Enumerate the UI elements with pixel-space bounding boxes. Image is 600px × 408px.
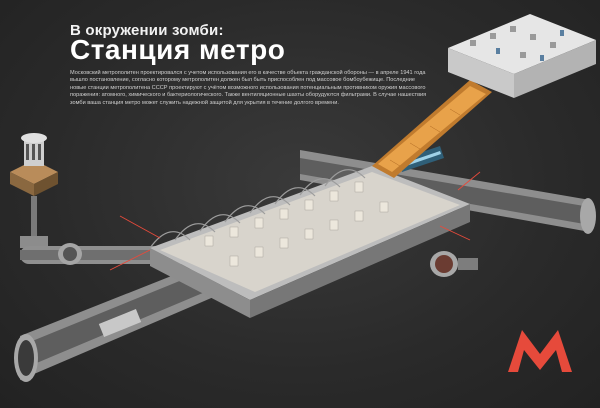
bunker-room bbox=[430, 251, 478, 277]
poster-title: Станция метро bbox=[70, 34, 286, 65]
ventilation-kiosk bbox=[10, 133, 58, 256]
escalator-shaft bbox=[372, 80, 492, 178]
station-hall bbox=[149, 166, 470, 318]
red-route-lines bbox=[109, 171, 481, 271]
entrance-vestibule bbox=[448, 14, 596, 98]
intro-text: Московский метрополитен проектировался с… bbox=[70, 70, 427, 106]
metro-logo-icon bbox=[508, 330, 572, 372]
poster-subtitle: В окружении зомби: bbox=[70, 22, 224, 39]
metro-train bbox=[398, 146, 444, 172]
